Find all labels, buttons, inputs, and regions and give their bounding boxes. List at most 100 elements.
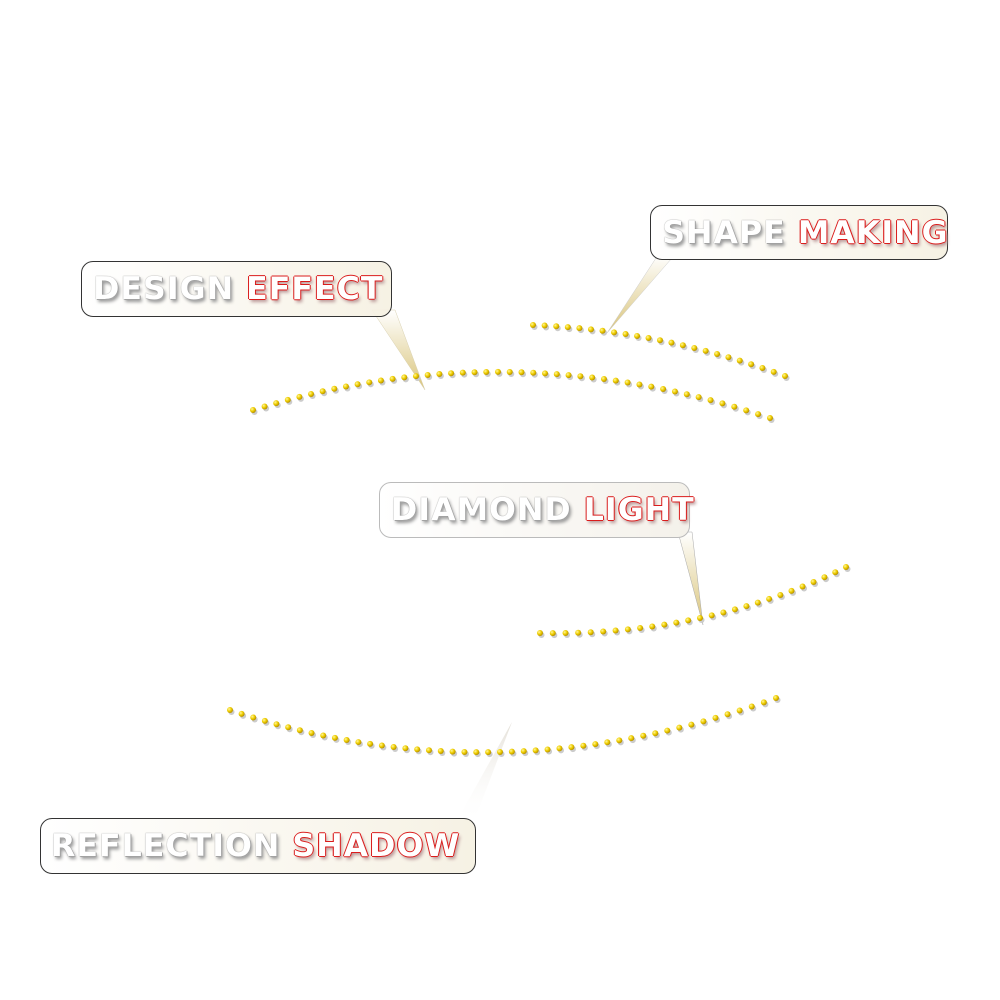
curve-4-dot [676,724,683,731]
curve-3-dot [549,630,556,637]
curve-3-dot [720,609,727,616]
curve-1-dot [261,403,268,410]
curve-1-dot [273,400,280,407]
curve-1-dot [506,369,513,375]
curve-3-dot [731,606,738,613]
callout-pointer-diamond-light [677,531,704,626]
curve-4-dot [320,732,327,739]
curve-4-dot [238,710,245,717]
callout-pointer-reflection-shadow [455,722,512,824]
curve-1-dot [412,373,419,380]
curve-4-dot [402,745,409,752]
curve-2-dot [759,364,766,371]
curve-2-dot [634,332,641,339]
callout-shape-making: SHAPE MAKING [650,205,948,260]
curve-1-dot [660,386,667,393]
curve-4-dot [296,727,303,734]
curve-4-dot [640,732,647,739]
curve-1-dot [483,368,490,375]
curve-1-dot [767,415,773,421]
curve-2-dot [782,373,788,379]
callout-word-1: DESIGN [93,271,235,307]
curve-1-dot [459,369,466,376]
curve-2-dot [714,350,721,357]
callout-word-2: MAKING [797,214,949,251]
curve-1-dot [495,368,502,375]
curve-3-dot [810,578,817,585]
curve-1-dot [296,393,303,400]
curve-4-dot [568,744,575,751]
curve-2-dot [736,357,743,364]
curve-1-dot [448,370,455,377]
curve-4-dot [736,707,743,714]
curve-4-dot [497,749,503,755]
curve-2-dot [541,322,548,329]
callout-word-1: DIAMOND [391,492,572,528]
curve-1-dot [319,388,326,395]
curve-4-dot [760,699,767,706]
curve-1-dot [577,373,584,380]
curve-4-dot [592,741,599,748]
curve-3-dot [821,574,828,581]
callout-word-2: LIGHT [583,492,695,528]
curve-3-dot [537,630,543,636]
curve-4-dot [250,714,257,721]
curve-2-dot [564,324,571,331]
curve-1-dot [284,396,291,403]
curve-3-dot [612,627,619,634]
curve-3-dot [600,628,607,635]
curve-3-dot [708,612,715,619]
curve-4-dot [414,746,421,753]
curve-3-dot [788,587,795,594]
curve-4-dot [773,695,779,701]
curve-3-dot [766,595,773,602]
curve-2-dot [748,361,755,368]
curve-4-dot [355,739,362,746]
curve-1-dot [671,388,678,395]
callout-word-2: EFFECT [246,271,384,307]
curve-1-dot [707,397,714,404]
curve-1-dot [648,383,655,390]
curve-1-dot [354,381,361,388]
curve-2-dot [611,329,618,336]
callout-reflection-shadow: REFLECTION SHADOW [40,818,476,874]
curve-1-dot [471,369,478,376]
curve-3-dot [832,569,839,576]
curve-1-dot [542,370,549,377]
curve-3-dot [754,599,761,606]
curve-4-dot [652,730,659,737]
curve-3-dot [697,615,703,621]
curve-1-dot [589,374,596,381]
curve-2-dot [679,342,686,349]
curve-1-dot [366,379,373,386]
curve-3-dot [777,592,784,599]
curve-2-dot [599,327,606,334]
curve-1-dot [342,383,349,390]
dot-curves [227,322,851,758]
curve-1-dot [683,391,690,398]
curve-2-dot [725,354,732,361]
callout-word-2: SHADOW [292,828,461,864]
callout-pointer-shape-making [606,254,673,334]
curve-4-dot [544,746,551,753]
curve-1-dot [565,372,572,379]
curve-4-dot [331,734,338,741]
curve-1-dot [553,371,560,378]
curve-3-dot [575,629,582,636]
curve-1-dot [600,376,607,383]
curve-1-dot [719,400,726,407]
curve-4-dot [688,721,695,728]
curve-4-dot [308,729,315,736]
curve-3-dot [673,619,680,626]
curve-3-dot [661,621,668,628]
curve-2-dot [530,322,536,328]
curve-3-dot [649,623,656,630]
callout-word-1: REFLECTION [50,828,281,864]
curve-4-dot [425,747,432,754]
curve-4-dot [390,743,397,750]
curve-1-dot [424,371,431,378]
curve-2-dot [770,368,777,375]
callout-label: SHAPE MAKING [662,215,948,251]
curve-3-dot [743,603,750,610]
